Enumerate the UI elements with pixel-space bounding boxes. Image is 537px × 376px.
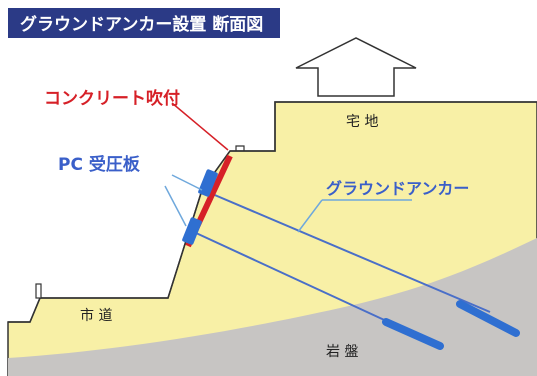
ground-anchor-label: グラウンドアンカー (326, 179, 469, 198)
city-road-label: 市 道 (80, 307, 112, 324)
road-wall-marker (35, 283, 42, 299)
anchor-line-lower (195, 232, 407, 331)
bedrock-layer (8, 238, 537, 376)
diagram-title: グラウンドアンカー設置 断面図 (20, 14, 263, 35)
ground-anchor-callout-b (297, 199, 323, 233)
pc-plate-callout-1 (171, 174, 203, 191)
house-icon (295, 37, 417, 97)
pc-plate-label: PC 受圧板 (58, 154, 141, 175)
pc-plate-callout-2 (164, 185, 187, 227)
concrete-spray-label: コンクリート吹付 (44, 88, 180, 109)
pc-plate-lower (182, 217, 202, 245)
wall-top-notch (235, 145, 245, 151)
concrete-spray-callout (171, 102, 229, 151)
pc-plate-upper (198, 169, 218, 197)
title-banner (8, 8, 280, 38)
anchor-line-upper (209, 192, 491, 313)
bedrock-label: 岩 盤 (326, 344, 358, 360)
anchor-body-lower (382, 318, 444, 350)
residential-land-label: 宅 地 (346, 114, 378, 130)
anchor-body-upper (456, 300, 520, 337)
